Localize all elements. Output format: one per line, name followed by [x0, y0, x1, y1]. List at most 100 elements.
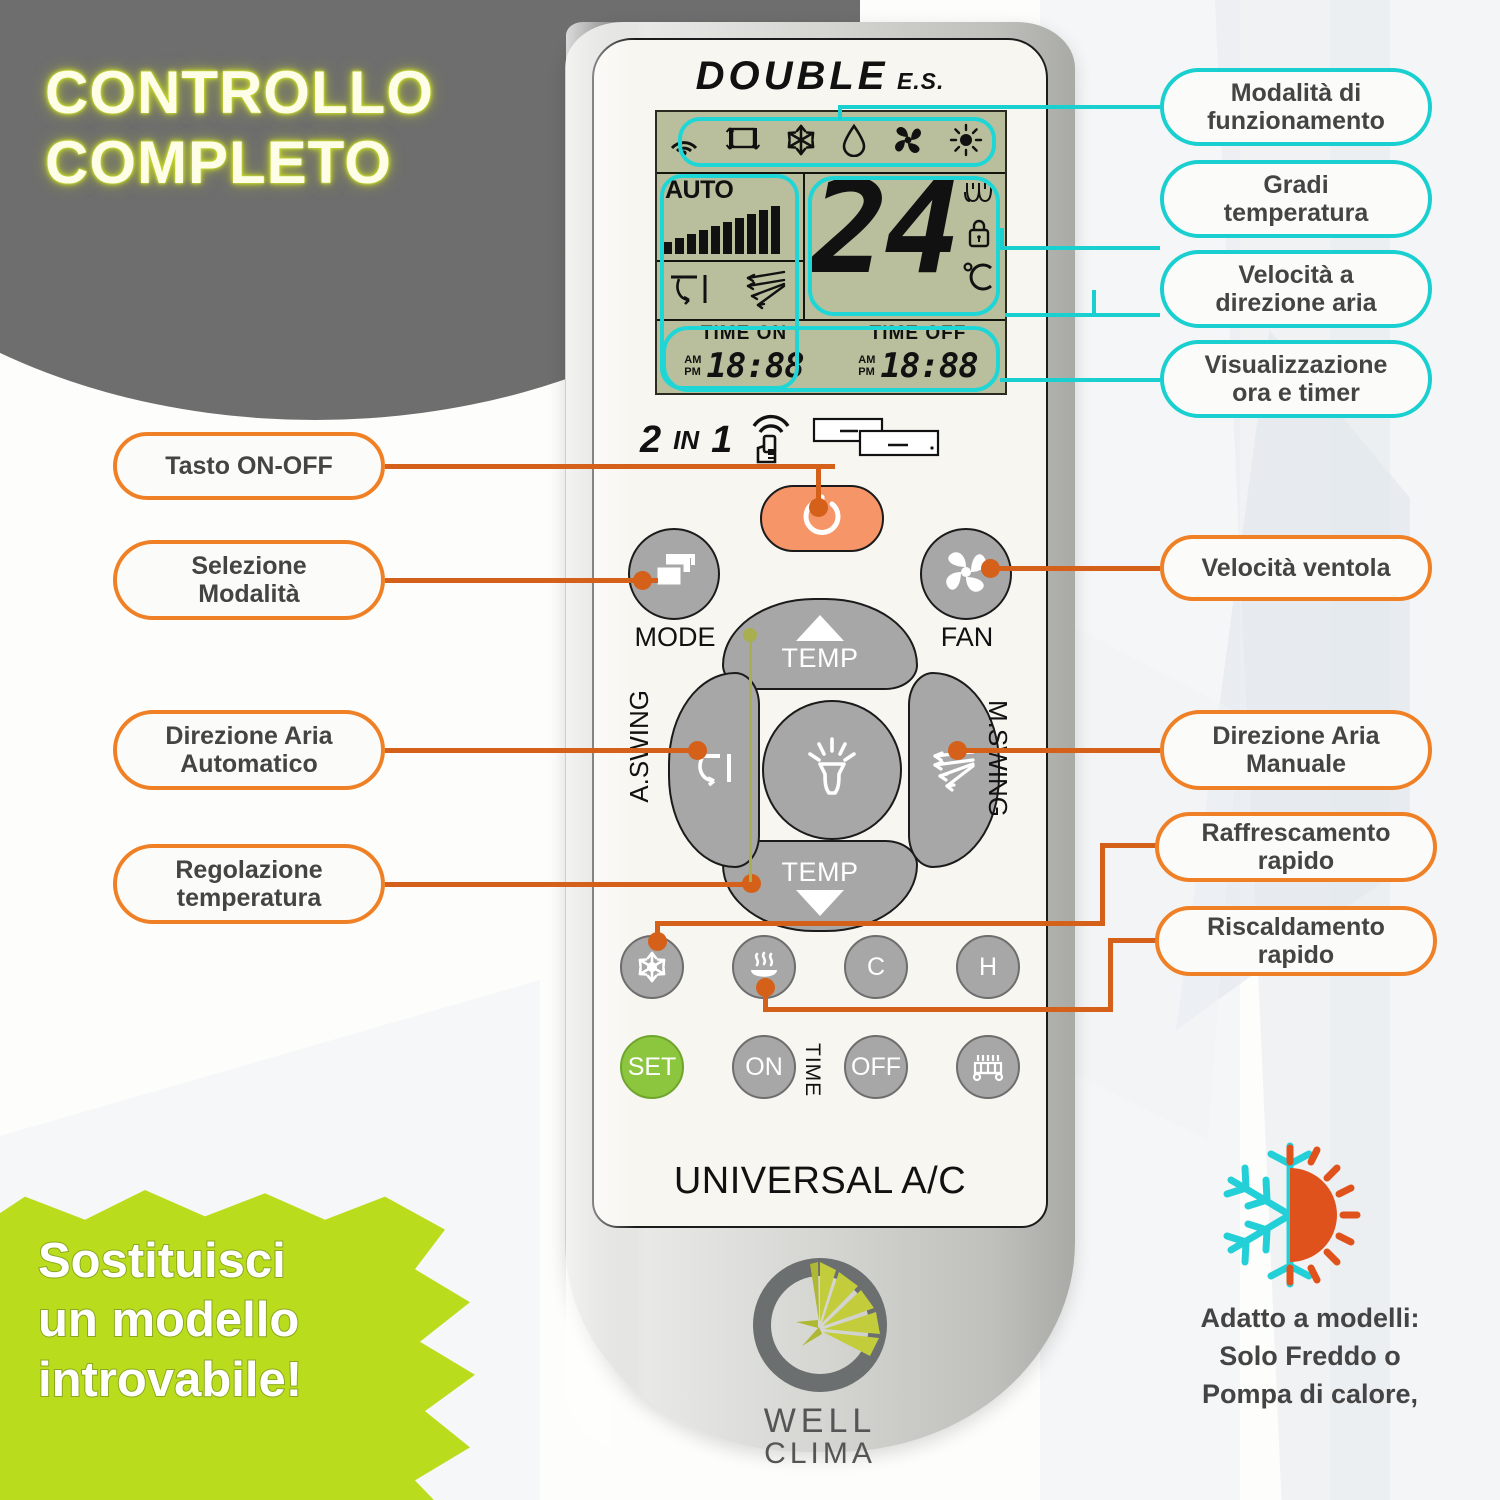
lcd-display: AUTO	[655, 110, 1007, 395]
wellclima-logo: WELL CLIMA	[592, 1250, 1048, 1469]
page-title-line1: CONTROLLO	[45, 59, 434, 126]
manual-swing-icon	[738, 266, 794, 317]
connector-regtemp	[385, 882, 760, 887]
temp-up-label: TEMP	[781, 642, 859, 673]
lcd-divider	[657, 260, 803, 262]
connector-visual	[1000, 378, 1160, 382]
promo-line2: un modello	[37, 1292, 300, 1348]
auto-swing-icon	[667, 267, 719, 316]
connector-gradi	[1000, 246, 1160, 250]
a-swing-button[interactable]	[668, 672, 760, 868]
connector-riscal-v	[763, 985, 768, 1011]
lcd-middle-row: AUTO	[657, 165, 1005, 319]
power-button[interactable]	[760, 485, 884, 552]
compatibility-line2: Solo Freddo o	[1219, 1340, 1401, 1371]
compatibility-line1: Adatto a modelli:	[1200, 1303, 1420, 1333]
lcd-fan-section: AUTO	[657, 174, 805, 319]
h-button[interactable]: H	[956, 935, 1020, 999]
connector-dot-onoff	[809, 498, 828, 517]
a-swing-caption: A.SWING	[624, 690, 654, 803]
connector-onoff-v	[816, 464, 821, 506]
connector-velvent	[988, 566, 1160, 571]
timer-on-button[interactable]: ON	[732, 1035, 796, 1099]
lcd-timer-row: TIME ON AM PM 18:88 TIME OFF AM PM 18	[657, 319, 1005, 395]
callout-raffrescamento-rapido[interactable]: Raffrescamento rapido	[1155, 812, 1437, 882]
temp-up-button[interactable]: TEMP	[722, 598, 918, 690]
fan-button-caption: FAN	[940, 622, 994, 652]
arrow-down-icon	[796, 889, 844, 916]
connector-dot-heat	[756, 978, 775, 997]
callout-tasto-on-off[interactable]: Tasto ON-OFF	[113, 432, 385, 500]
lcd-side-indicators	[959, 180, 999, 297]
callout-velocita-direzione-aria[interactable]: Velocità a direzione aria	[1160, 250, 1432, 328]
callout-visualizzazione-ora-timer[interactable]: Visualizzazione ora e timer	[1160, 340, 1432, 418]
manual-swing-button-icon	[925, 742, 983, 799]
two-in-one-row: 2 IN 1	[640, 412, 1020, 468]
connector-modalita-h	[838, 105, 1160, 109]
coil-button[interactable]	[956, 1035, 1020, 1099]
split-ac-units-icon	[812, 415, 942, 466]
promo-text: Sostituisci un modello introvabile!	[37, 1232, 458, 1410]
lcd-swing-icons	[657, 264, 803, 319]
timer-off-digits: 18:88	[880, 346, 978, 386]
callout-direzione-aria-automatico[interactable]: Direzione Aria Automatico	[113, 710, 385, 790]
fan-bar	[687, 234, 696, 254]
timer-on-digits: 18:88	[706, 346, 804, 386]
fan-blade-icon	[939, 546, 993, 603]
fan-bar	[663, 242, 672, 254]
connector-dot-cool	[648, 932, 667, 951]
connector-raffr-v3	[1100, 843, 1105, 926]
callout-modalita-funzionamento[interactable]: Modalità di funzionamento	[1160, 68, 1432, 146]
mode-button-caption: MODE	[634, 622, 716, 652]
connector-dot-regtemp	[742, 874, 761, 893]
light-button[interactable]	[762, 700, 902, 840]
sun-heat-icon	[949, 123, 983, 162]
wellclima-mark-icon	[753, 1258, 887, 1392]
wifi-signal-icon	[665, 128, 703, 156]
arrow-up-icon	[796, 614, 844, 641]
compatibility-note: Adatto a modelli: Solo Freddo o Pompa di…	[1140, 1300, 1480, 1413]
callout-selezione-modalita[interactable]: Selezione Modalità	[113, 540, 385, 620]
c-button[interactable]: C	[844, 935, 908, 999]
fan-bar	[711, 226, 720, 254]
callout-direzione-aria-manuale[interactable]: Direzione Aria Manuale	[1160, 710, 1432, 790]
degree-celsius-icon	[962, 260, 996, 297]
connector-raffr-h2	[1100, 843, 1160, 848]
connector-velocita-v	[1092, 290, 1096, 316]
promo-line1: Sostituisci	[37, 1233, 287, 1289]
fan-bar	[675, 238, 684, 254]
connector-gradi-v	[1000, 228, 1004, 250]
callout-gradi-temperatura[interactable]: Gradi temperatura	[1160, 160, 1432, 238]
lcd-temperature-section: 24	[805, 165, 1005, 319]
timer-button-row: SET ON OFF	[620, 1035, 1020, 1099]
two-in-one-num2: 1	[711, 418, 733, 461]
logo-line1: WELL	[763, 1402, 877, 1440]
connector-dot-mswing	[948, 741, 967, 760]
quick-heat-button[interactable]	[732, 935, 796, 999]
m-swing-caption: M.SWING	[983, 700, 1013, 817]
wellclima-logo-text: WELL CLIMA	[764, 1404, 877, 1469]
connector-raffr-h	[655, 921, 1105, 926]
remote-brand: DOUBLE E.S.	[592, 54, 1048, 99]
set-button[interactable]: SET	[620, 1035, 684, 1099]
universal-ac-label: UNIVERSAL A/C	[673, 1160, 967, 1202]
timer-off-button[interactable]: OFF	[844, 1035, 908, 1099]
callout-velocita-ventola[interactable]: Velocità ventola	[1160, 535, 1432, 601]
coil-icon	[962, 180, 996, 211]
snowflake-sun-icon	[1215, 1140, 1365, 1290]
timer-on-value-row: AM PM 18:88	[657, 346, 831, 386]
callout-riscaldamento-rapido[interactable]: Riscaldamento rapido	[1155, 906, 1437, 976]
connector-riscal-h2	[1108, 938, 1160, 943]
fan-bar	[699, 230, 708, 254]
lcd-temperature-value: 24	[811, 154, 961, 303]
m-swing-button[interactable]	[908, 672, 1000, 868]
connector-dirman	[955, 748, 1160, 753]
mode-windows-icon	[650, 550, 698, 599]
mode-button[interactable]	[628, 528, 720, 620]
quick-cool-button[interactable]	[620, 935, 684, 999]
fan-bar	[759, 210, 768, 254]
connector-modalita	[838, 108, 842, 120]
connector-velocita	[1005, 313, 1160, 317]
lcd-auto-label: AUTO	[665, 176, 734, 204]
callout-regolazione-temperatura[interactable]: Regolazione temperatura	[113, 844, 385, 924]
